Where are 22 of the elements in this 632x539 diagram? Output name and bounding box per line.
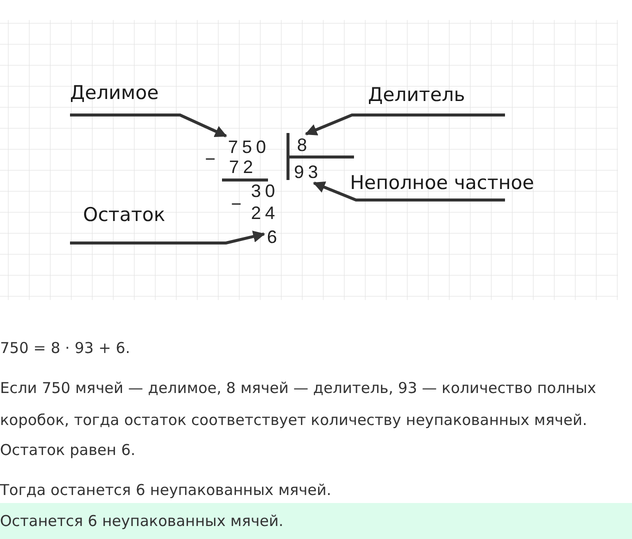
leader-line xyxy=(304,114,505,136)
statement-text: Остаток равен 6. xyxy=(0,441,136,459)
dividend-number: 750 xyxy=(228,138,270,156)
statement-text: Тогда останется 6 неупакованных мячей. xyxy=(0,481,332,499)
divisor-number: 8 xyxy=(297,136,312,154)
term-label: Делимое xyxy=(70,84,159,103)
leader-line xyxy=(70,114,228,138)
term-label: Неполное частное xyxy=(350,174,534,193)
explanation-paragraph: Если 750 мячей — делимое, 8 мячей — делитель, 93 — количество полных коробок, тогда остаток соответствует количеству неупакованных мячей. xyxy=(0,378,598,432)
quotient-number: 93 xyxy=(294,163,322,181)
answer-band: Останется 6 неупакованных мячей. xyxy=(0,503,632,539)
leader-line xyxy=(312,182,505,202)
partial-number: 24 xyxy=(251,204,280,222)
term-label: Делитель xyxy=(368,86,466,105)
minus-sign: − xyxy=(205,150,220,168)
minus-sign: − xyxy=(231,195,246,213)
partial-number: 72 xyxy=(229,158,258,176)
equation-text: 750 = 8 · 93 + 6. xyxy=(0,339,130,357)
partial-number: 30 xyxy=(251,182,280,200)
remainder-number: 6 xyxy=(267,228,282,246)
leader-line xyxy=(70,230,266,244)
term-label: Остаток xyxy=(83,206,166,225)
